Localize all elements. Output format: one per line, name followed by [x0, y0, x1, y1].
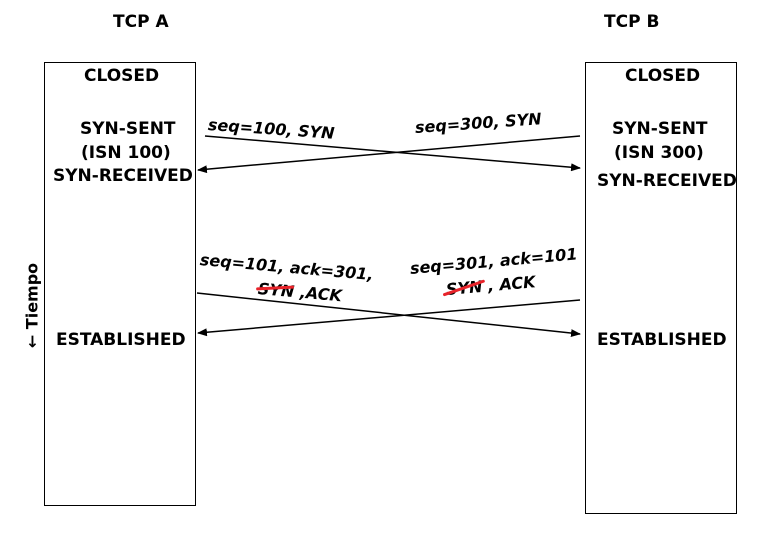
tcp-b-state-syn-received: SYN-RECEIVED	[597, 171, 737, 191]
tcp-b-state-established: ESTABLISHED	[597, 330, 727, 350]
tcp-a-state-established: ESTABLISHED	[56, 330, 186, 350]
struck-syn-b: SYN	[442, 276, 489, 299]
tcp-a-state-syn-sent: SYN-SENT	[80, 119, 176, 139]
arrow-b-to-a-syn	[197, 135, 581, 174]
tcp-a-state-syn-received: SYN-RECEIVED	[53, 166, 193, 186]
arrow-a-to-b-ack	[196, 292, 581, 338]
arrow-b-to-a-ack	[197, 299, 581, 337]
tcp-a-title: TCP A	[113, 12, 169, 32]
tcp-b-timeline-box	[585, 62, 737, 514]
tcp-a-isn: (ISN 100)	[81, 143, 171, 163]
tcp-b-isn: (ISN 300)	[614, 143, 704, 163]
tcp-b-title: TCP B	[604, 12, 660, 32]
tcp-a-state-closed: CLOSED	[84, 66, 160, 86]
tcp-b-state-closed: CLOSED	[625, 66, 701, 86]
time-axis-label: ← Tiempo	[22, 262, 42, 349]
tcp-b-state-syn-sent: SYN-SENT	[612, 119, 708, 139]
tcp-a-timeline-box	[44, 62, 196, 506]
struck-syn-a: SYN	[256, 279, 296, 302]
